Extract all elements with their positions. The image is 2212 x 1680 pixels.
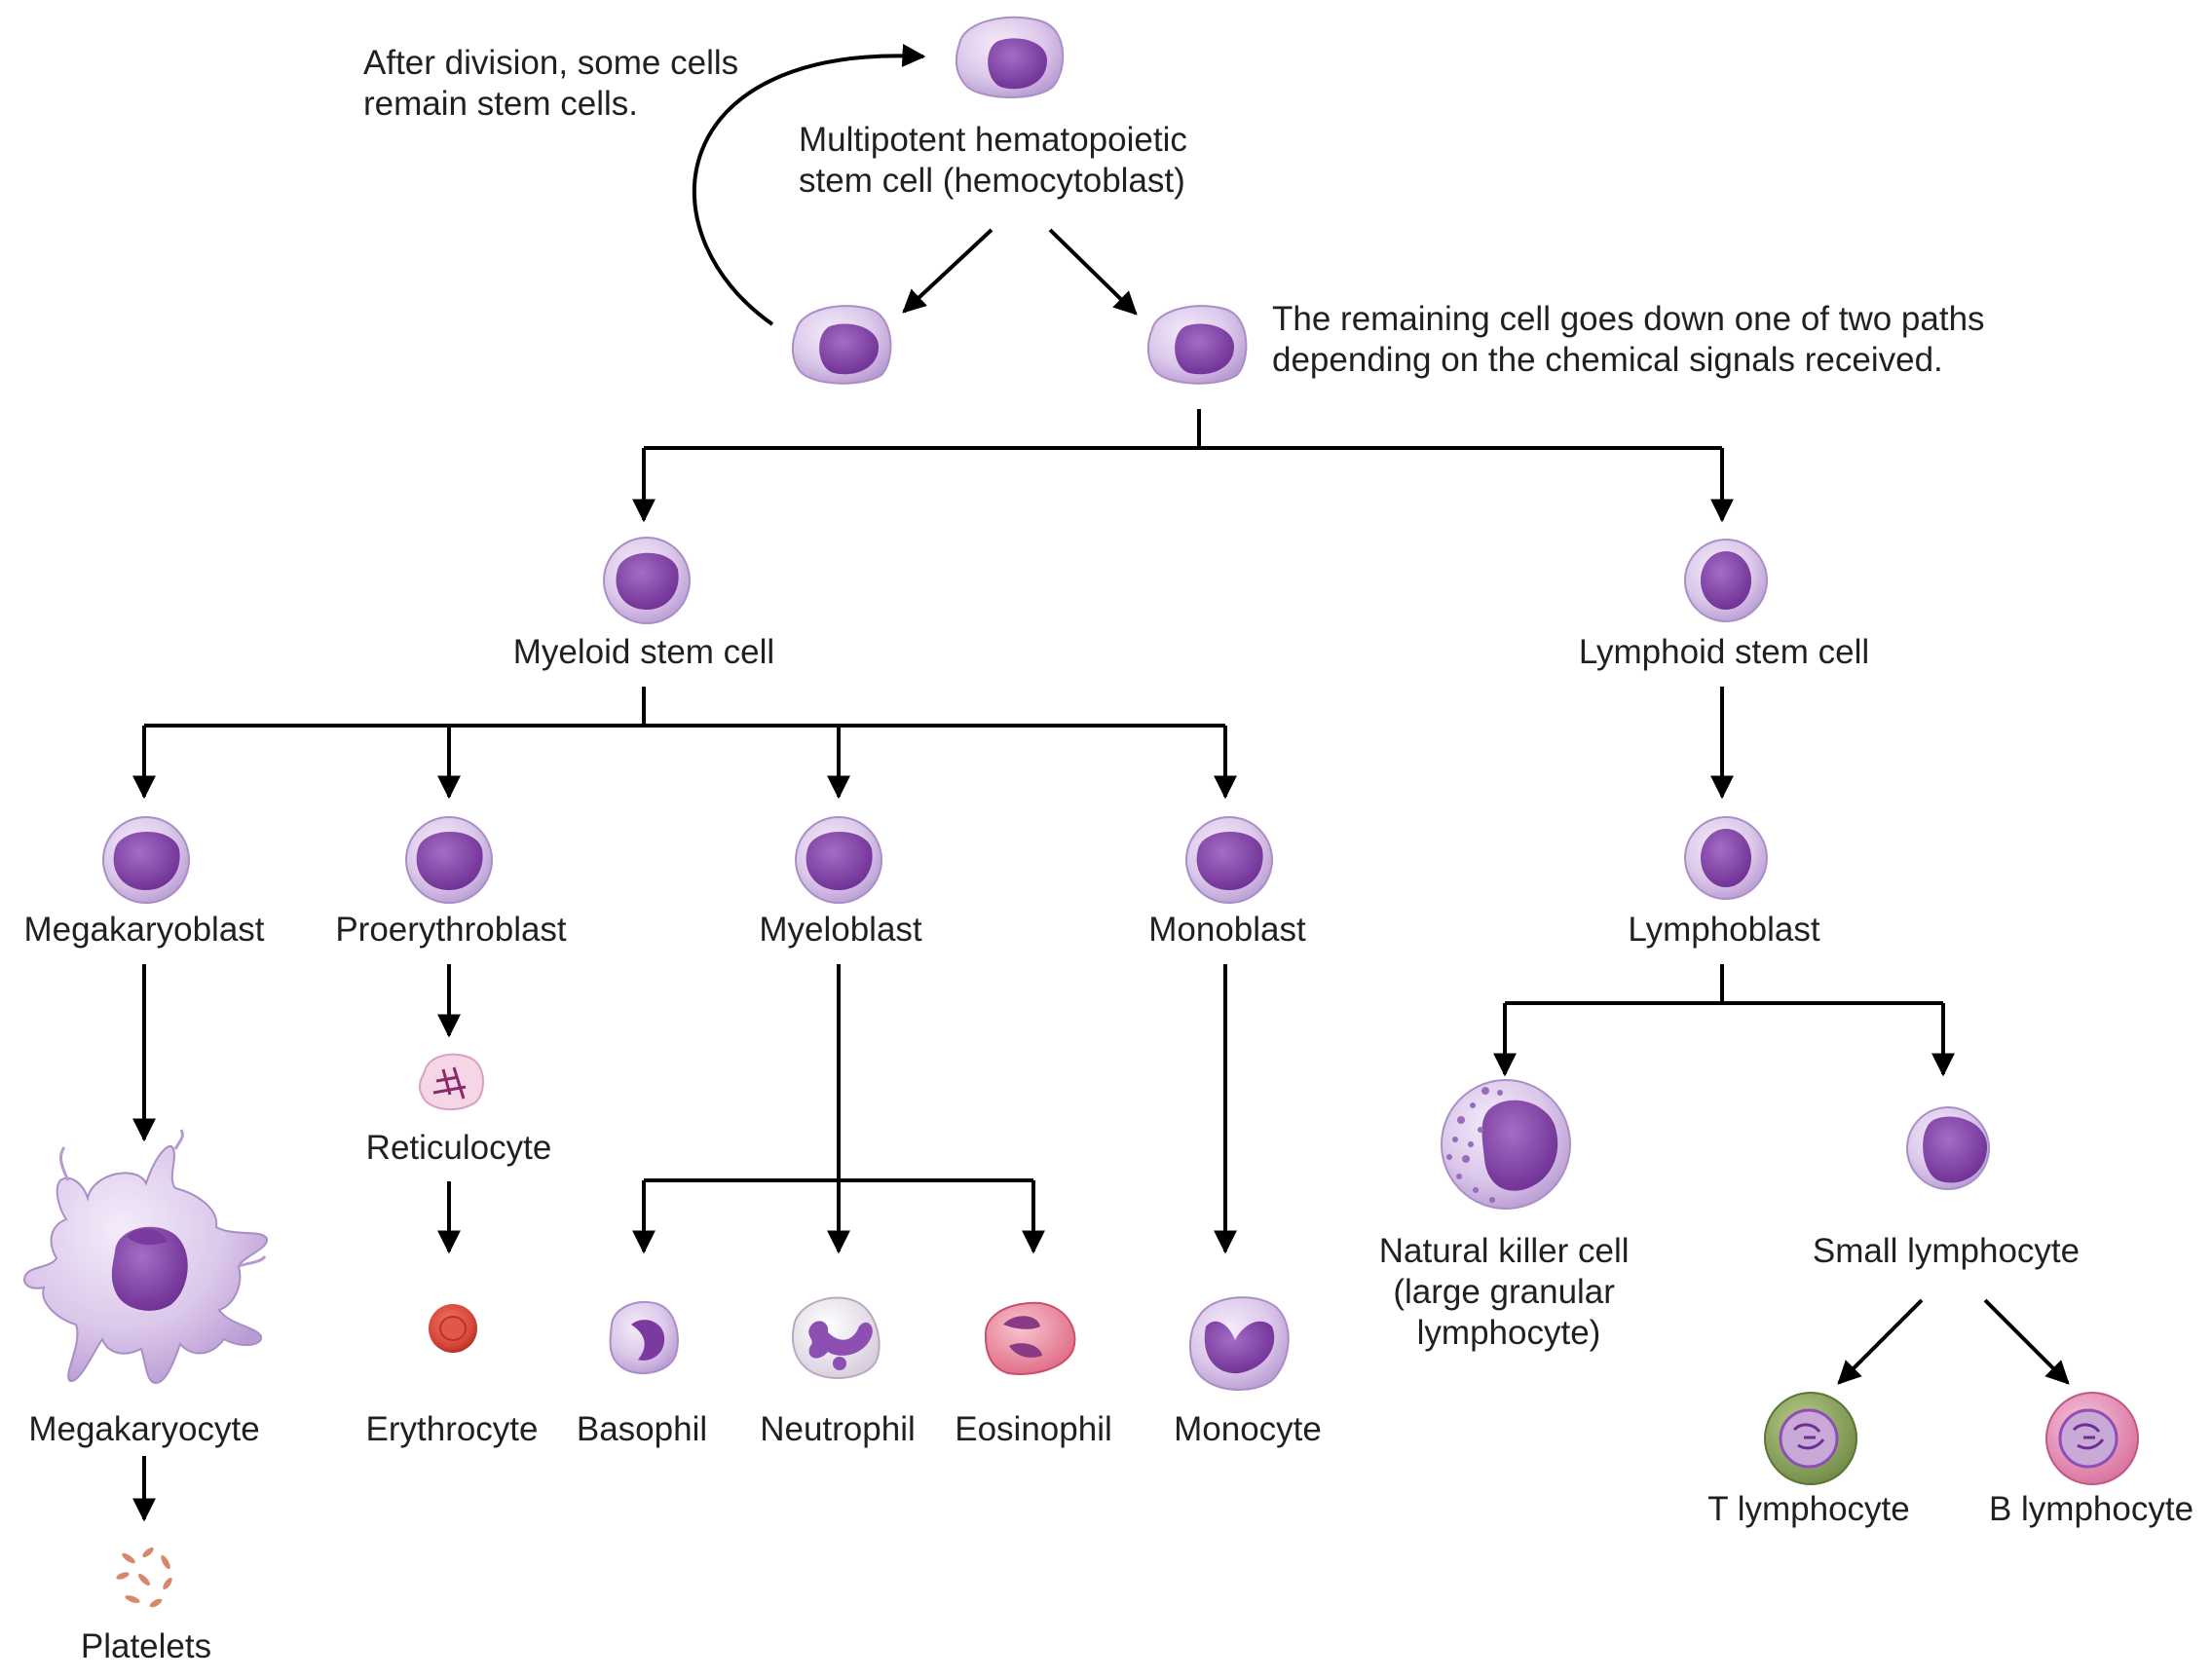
platelets-cluster (116, 1547, 172, 1608)
monocyte-cell (1188, 1296, 1290, 1391)
b-lymphocyte-cell (2045, 1392, 2139, 1485)
hemocytoblast-cell (955, 16, 1065, 98)
connectors (132, 43, 2070, 1522)
megakaryocyte-label: Megakaryocyte (28, 1410, 259, 1448)
natural-killer-cell (1441, 1079, 1571, 1210)
self-renewal-arrow (692, 43, 926, 326)
neutrophil-cell (791, 1296, 881, 1379)
t-lymphocyte-cell (1764, 1392, 1857, 1485)
lymphoid-stem-cell-label: Lymphoid stem cell (1579, 633, 1869, 671)
reticulocyte-label: Reticulocyte (366, 1129, 552, 1167)
neutrophil-label: Neutrophil (760, 1410, 916, 1448)
platelets-label: Platelets (81, 1627, 211, 1665)
myeloid-stem-cell (603, 537, 691, 624)
lymphoblast-label: Lymphoblast (1628, 911, 1819, 949)
b-lymphocyte-label: B lymphocyte (1989, 1490, 2193, 1528)
nk-cell-label: Natural killer cell (large granular lymp… (1379, 1232, 1638, 1352)
basophil-label: Basophil (577, 1410, 707, 1448)
proerythroblast-cell (405, 816, 493, 904)
reticulocyte-cell (418, 1053, 484, 1111)
paths-note: The remaining cell goes down one of two … (1272, 300, 1994, 379)
basophil-cell (609, 1300, 679, 1375)
arrow-to-b-lymphocyte (1983, 1298, 2070, 1385)
eosinophil-cell (984, 1301, 1076, 1375)
myeloblast-label: Myeloblast (759, 911, 922, 949)
erythrocyte-cell (429, 1304, 477, 1353)
hsc-label: Multipotent hematopoietic stem cell (hem… (799, 121, 1197, 200)
myeloid-stem-cell-label: Myeloid stem cell (513, 633, 774, 671)
labels: After division, some cells remain stem c… (23, 44, 2193, 1665)
megakaryocyte-cell (23, 1129, 268, 1385)
erythrocyte-label: Erythrocyte (366, 1410, 539, 1448)
arrow-hsc-to-left (902, 228, 994, 314)
t-lymphocyte-label: T lymphocyte (1707, 1490, 1910, 1528)
arrow-to-t-lymphocyte (1837, 1298, 1924, 1385)
lymphoid-stem-cell (1684, 539, 1768, 622)
monocyte-label: Monocyte (1174, 1410, 1322, 1448)
proerythroblast-label: Proerythroblast (335, 911, 567, 949)
monoblast-cell (1185, 816, 1273, 904)
arrow-hsc-to-right (1048, 228, 1138, 316)
committed-progenitor-cell (1146, 305, 1248, 385)
megakaryoblast-cell (102, 816, 190, 904)
eosinophil-label: Eosinophil (955, 1410, 1112, 1448)
cells (23, 16, 2139, 1608)
monoblast-label: Monoblast (1148, 911, 1306, 949)
division-note: After division, some cells remain stem c… (363, 44, 748, 123)
small-lymphocyte-cell (1906, 1106, 1990, 1190)
myeloblast-cell (795, 816, 882, 904)
small-lymphocyte-label: Small lymphocyte (1813, 1232, 2080, 1270)
megakaryoblast-label: Megakaryoblast (23, 911, 264, 949)
lymphoblast-cell (1684, 816, 1768, 900)
daughter-stem-cell (791, 305, 892, 385)
